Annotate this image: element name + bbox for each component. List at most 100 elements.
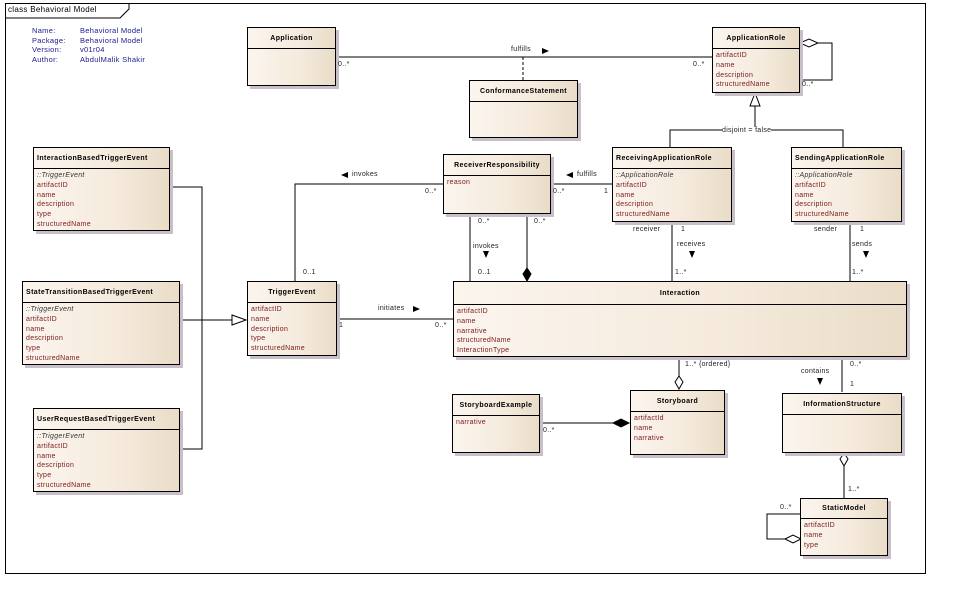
attribute: artifactID [37,181,69,189]
multiplicity-approle-self: 0..* [802,81,814,88]
attribute: description [251,325,289,333]
class-name: StoryboardExample [453,395,539,416]
meta-value: AbdulMalik Shakir [80,54,146,64]
attribute: name [795,191,814,199]
meta-key: Version: [32,45,62,55]
label-disjoint: disjoint = false [722,127,772,134]
meta-value: Behavioral Model [80,35,143,45]
association-invokes-top[interactable] [294,183,443,281]
generalization-triangle-icon [231,314,248,326]
class-interaction[interactable]: Interaction artifactID name narrative st… [453,281,907,357]
multiplicity-static-model-self: 0..* [780,504,792,511]
multiplicity-sends: 1..* [852,269,864,276]
attribute: artifactID [616,181,648,189]
attribute: name [251,315,270,323]
direction-arrow-icon [341,172,348,178]
aggregation-diamond-icon [783,534,803,544]
attribute: type [804,541,819,549]
approle-self-aggregation[interactable] [800,42,833,81]
attribute: type [37,472,52,480]
attribute: artifactID [804,522,836,529]
class-receiver-responsibility[interactable]: ReceiverResponsibility reason [443,154,551,214]
meta-value: v01r04 [80,45,105,55]
attribute-list: reason [444,176,550,190]
class-name: StaticModel [801,499,887,519]
attribute: artifactID [26,315,58,323]
label-contains: contains [801,368,830,375]
direction-arrow-icon [689,251,695,258]
meta-row-name: Name:Behavioral Model [32,26,145,36]
attribute-list: ::TriggerEvent artifactID name descripti… [23,303,179,366]
multiplicity-receives: 1..* [675,269,687,276]
class-receiving-application-role[interactable]: ReceivingApplicationRole ::ApplicationRo… [612,147,732,222]
meta-key: Author: [32,54,59,64]
attribute: artifactID [795,181,827,189]
attribute: description [26,335,64,343]
attribute: name [716,61,735,69]
multiplicity-approle: 0..* [693,61,705,68]
class-name: ApplicationRole [713,28,799,49]
meta-key: Package: [32,35,66,45]
class-static-model[interactable]: StaticModel artifactID name type [800,498,888,556]
attribute: structuredName [26,354,80,362]
class-name: ConformanceStatement [470,81,577,102]
class-application[interactable]: Application [247,27,336,86]
class-name: StateTransitionBasedTriggerEvent [23,282,179,303]
attribute-list: ::TriggerEvent artifactID name descripti… [34,169,169,232]
class-name: SendingApplicationRole [792,148,901,169]
attribute: name [457,317,476,325]
attribute: type [251,335,266,343]
diagram-frame [5,3,926,574]
attribute: description [37,201,75,209]
multiplicity-invokes-rr: 0..* [425,188,437,195]
multiplicity-invokes-mid: 0..1 [478,269,491,276]
class-sending-application-role[interactable]: SendingApplicationRole ::ApplicationRole… [791,147,902,222]
class-application-role[interactable]: ApplicationRole artifactID name descript… [712,27,800,93]
multiplicity-static-model: 1..* [848,486,860,493]
aggregation-diamond-icon [839,452,849,468]
attribute: artifactId [634,415,664,422]
class-storyboard[interactable]: Storyboard artifactId name narrative [630,390,725,455]
class-storyboard-example[interactable]: StoryboardExample narrative [452,394,540,453]
aggregation-diamond-icon [674,375,684,391]
class-name: Application [248,28,335,49]
multiplicity-rr-left: 0..* [478,218,490,225]
attribute: artifactID [716,52,748,59]
attribute: artifactID [37,442,69,450]
attribute: InteractionType [457,347,510,355]
class-user-request-based-trigger-event[interactable]: UserRequestBasedTriggerEvent ::TriggerEv… [33,408,180,492]
attribute: name [616,191,635,199]
class-state-transition-based-trigger-event[interactable]: StateTransitionBasedTriggerEvent ::Trigg… [22,281,180,365]
direction-arrow-icon [566,172,573,178]
generalization-interaction-trigger[interactable] [170,186,203,450]
staticmodel-self-aggregation[interactable] [766,513,800,540]
stereotype: ::TriggerEvent [37,172,85,179]
multiplicity-contains-is: 1 [850,381,855,388]
aggregation-diamond-icon [798,38,820,48]
label-fulfills-top: fulfills [511,46,531,53]
attribute: description [37,462,75,470]
direction-arrow-icon [863,251,869,258]
label-invokes-mid: invokes [473,243,499,250]
attribute-list: artifactID name description type structu… [248,303,336,356]
stereotype: ::ApplicationRole [616,172,674,179]
multiplicity-contains-int: 0..* [850,361,862,368]
class-trigger-event[interactable]: TriggerEvent artifactID name description… [247,281,337,356]
stereotype: ::TriggerEvent [37,433,85,440]
stereotype: ::TriggerEvent [26,306,74,313]
attribute: structuredName [457,337,511,345]
frame-tab-shape [5,3,130,19]
direction-arrow-icon [483,251,489,258]
generalization-triangle-icon [749,91,761,107]
meta-row-package: Package: Behavioral Model [32,36,145,46]
multiplicity-sender: 1 [860,226,865,233]
role-sender: sender [814,226,838,233]
stereotype: ::ApplicationRole [795,172,853,179]
direction-arrow-icon [413,306,420,312]
attribute: narrative [634,434,664,442]
attribute: artifactID [457,308,489,315]
class-information-structure[interactable]: InformationStructure [782,393,902,453]
class-conformance-statement[interactable]: ConformanceStatement [469,80,578,138]
class-name: Storyboard [631,391,724,412]
class-interaction-based-trigger-event[interactable]: InteractionBasedTriggerEvent ::TriggerEv… [33,147,170,231]
